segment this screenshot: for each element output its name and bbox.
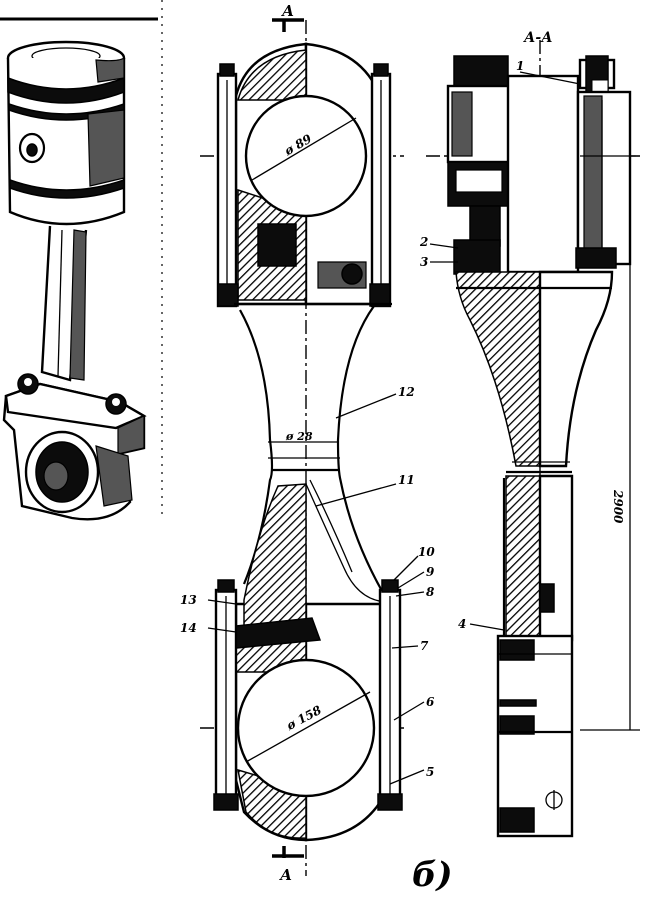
callout-12: 12 — [398, 385, 415, 399]
piston-rod-perspective — [2, 40, 147, 521]
callout-8: 8 — [426, 585, 435, 599]
callout-10: 10 — [418, 545, 435, 559]
figure-label: б) — [412, 855, 453, 895]
section-mark-bottom: А — [279, 866, 292, 884]
callout-9: 9 — [426, 565, 435, 579]
callout-2: 2 — [419, 235, 428, 249]
rod-front-view — [200, 18, 425, 876]
callout-5: 5 — [426, 765, 434, 779]
callout-4: 4 — [458, 617, 466, 631]
callout-14: 14 — [180, 621, 197, 635]
dim-neck: ø 28 — [285, 430, 313, 443]
callout-1: 1 — [516, 59, 524, 73]
callout-7: 7 — [420, 639, 429, 653]
dim-center-distance: 2900 — [611, 489, 625, 524]
callout-11: 11 — [398, 473, 415, 487]
rod-section-view — [426, 40, 640, 840]
callout-6: 6 — [426, 695, 435, 709]
callout-13: 13 — [180, 593, 197, 607]
section-mark-top: А — [281, 2, 294, 20]
section-view-title: А-А — [523, 30, 553, 46]
callout-3: 3 — [420, 255, 428, 269]
